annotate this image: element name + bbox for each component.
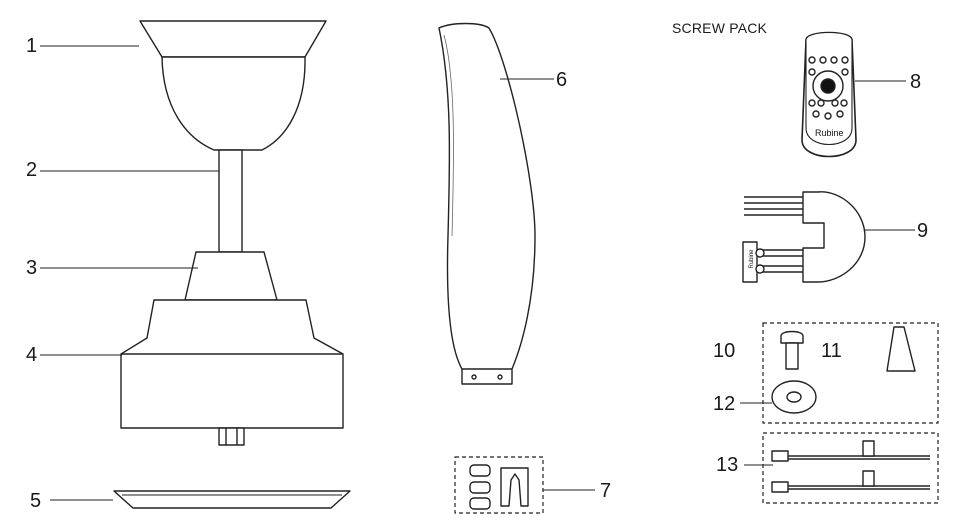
part-number-12: 12	[713, 393, 736, 415]
screw-pack-title: SCREW PACK	[672, 20, 768, 36]
part-number-1: 1	[26, 35, 38, 57]
receiver	[742, 191, 866, 283]
washer	[771, 380, 817, 414]
motor-housing	[120, 299, 344, 446]
downrod	[218, 149, 243, 253]
connector-wires	[771, 440, 930, 493]
part-number-7: 7	[600, 480, 612, 502]
part-number-6: 6	[556, 69, 568, 91]
fan-blade	[438, 22, 536, 385]
part-number-8: 8	[910, 71, 922, 93]
part-number-13: 13	[716, 454, 739, 476]
screw	[780, 330, 804, 370]
part-number-10: 10	[713, 340, 736, 362]
remote-control	[801, 31, 857, 158]
light-cover	[113, 490, 351, 509]
screw-pack-box	[762, 322, 939, 424]
part-number-9: 9	[917, 220, 929, 242]
leader-lines	[40, 45, 915, 501]
receiver-brand-label: Rubine	[749, 249, 755, 269]
balancing-kit	[454, 456, 544, 514]
part-number-11: 11	[821, 340, 842, 362]
canopy	[139, 20, 327, 151]
remote-brand-label: Rubine	[815, 128, 844, 138]
wire-pack-box	[762, 432, 939, 504]
part-number-2: 2	[26, 159, 38, 181]
wire-nut	[886, 326, 916, 372]
part-number-4: 4	[26, 344, 38, 366]
coupling-cover	[184, 251, 278, 301]
part-number-3: 3	[26, 257, 38, 279]
part-number-5: 5	[30, 490, 42, 512]
